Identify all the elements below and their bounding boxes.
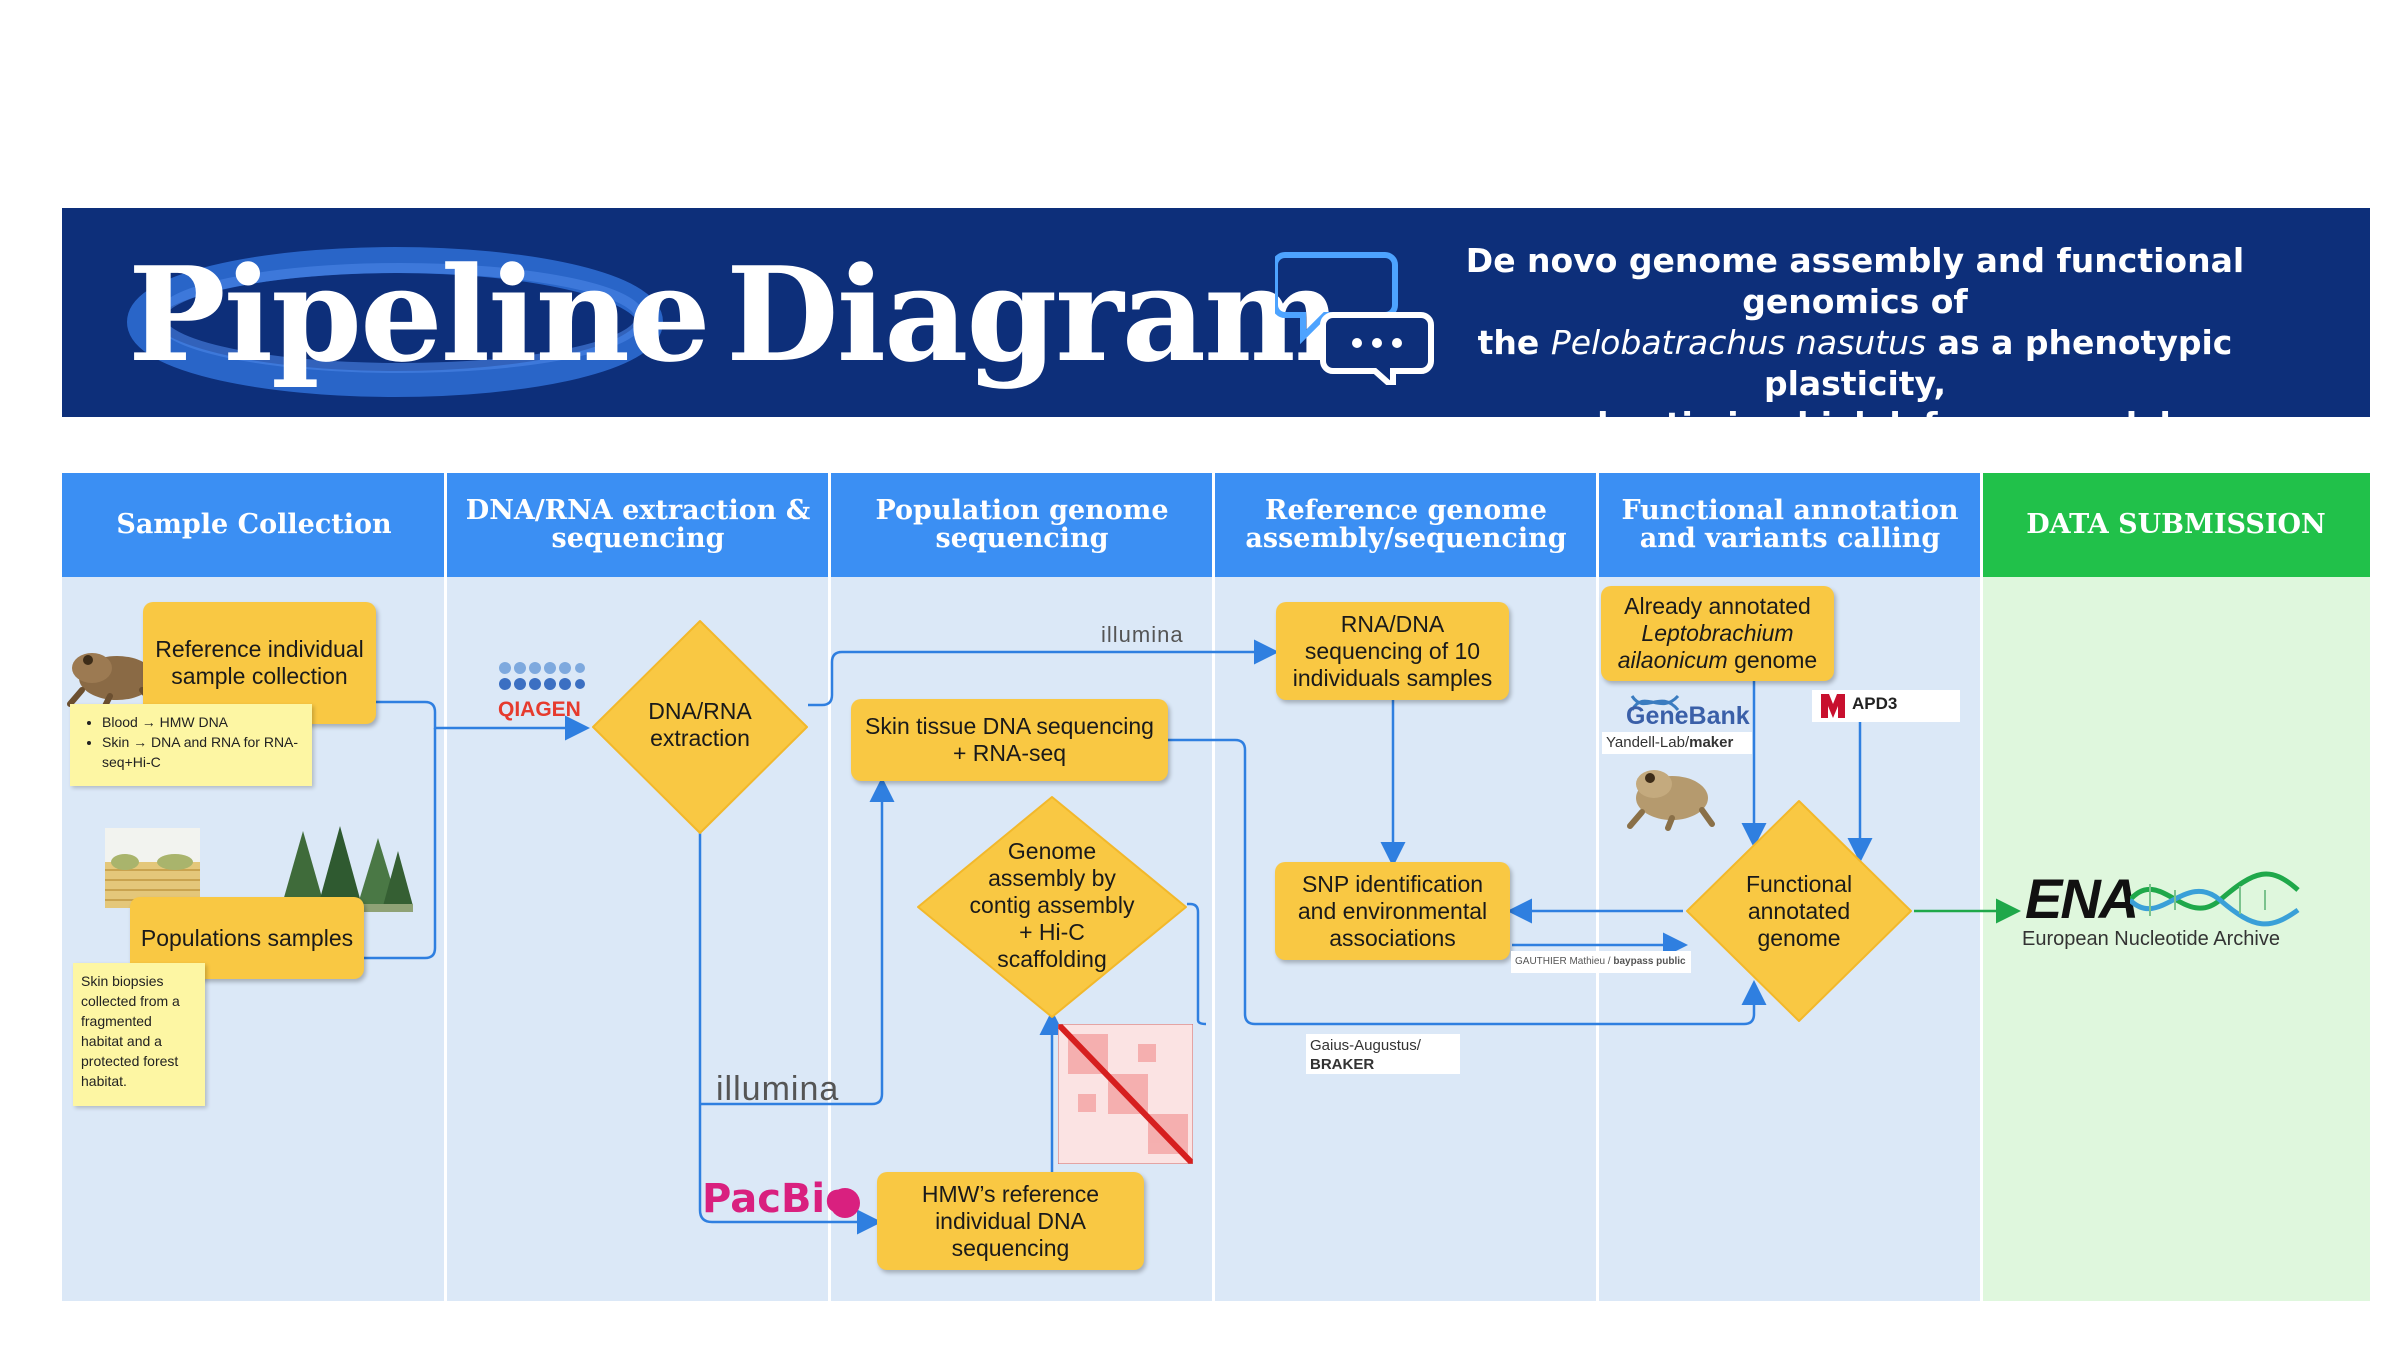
column-header-sample-collection: Sample Collection: [62, 473, 446, 577]
node-genome-assembly: Genome assembly by contig assembly + Hi-…: [969, 838, 1135, 972]
frog-icon: [1627, 770, 1715, 831]
field-icon: [105, 828, 200, 908]
diamond-extraction-shape: [592, 620, 808, 834]
braker-prefix: Gaius-Augustus/: [1310, 1037, 1421, 1054]
submission-background: [1982, 577, 2370, 1301]
dna-helix-icon: [1630, 694, 1680, 712]
already-annotated-line1: Already annotated: [1624, 593, 1811, 619]
maker-repo-name: maker: [1689, 734, 1734, 751]
column-header-extraction: DNA/RNA extraction & sequencing: [446, 473, 830, 577]
subtitle-line-3: and antimicrobial defenses model: [1539, 405, 2171, 444]
illumina-logo-top: illumina: [1101, 622, 1184, 647]
column-divider: [1596, 473, 1599, 1301]
bullet-blood: Blood → HMW DNA: [102, 712, 302, 732]
apd3-logo: APD3: [1812, 690, 1960, 722]
column-header-reference: Reference genome assembly/sequencing: [1214, 473, 1598, 577]
qiagen-logo: QIAGEN: [498, 698, 581, 721]
chat-bubbles-icon: [1275, 252, 1434, 385]
node-snp-identification: SNP identification and environmental ass…: [1275, 862, 1510, 960]
already-annotated-species: Leptobrachium ailaonicum: [1617, 620, 1794, 673]
column-divider: [444, 473, 447, 1301]
hic-heatmap-icon: [1058, 1024, 1193, 1164]
banner-subtitle: De novo genome assembly and functional g…: [1415, 240, 2295, 445]
column-divider: [1980, 473, 1983, 1301]
column-header-population: Population genome sequencing: [830, 473, 1214, 577]
maker-repo-label: Yandell-Lab/maker: [1602, 732, 1752, 754]
node-functional-annotated: Functional annotated genome: [1745, 870, 1853, 951]
diamond-assembly-shape: [917, 796, 1187, 1018]
column-header-submission: DATA SUBMISSION: [1982, 473, 2370, 577]
reference-bullets-note: Blood → HMW DNA Skin → DNA and RNA for R…: [70, 704, 312, 786]
column-header-annotation: Functional annotation and variants calli…: [1598, 473, 1982, 577]
population-note: Skin biopsies collected from a fragmente…: [73, 963, 205, 1106]
subtitle-line-2: the Pelobatrachus nasutus as a phenotypi…: [1415, 322, 2295, 404]
arrow-to-skin-tissue: [700, 777, 895, 1106]
subtitle-species: Pelobatrachus nasutus: [1550, 323, 1927, 362]
arrow-skin-to-functional: [1168, 738, 1767, 1026]
pacbio-circle-icon: [830, 1188, 860, 1218]
braker-repo-label: Gaius-Augustus/BRAKER: [1306, 1034, 1460, 1074]
node-dna-rna-extraction: DNA/RNA extraction: [648, 698, 752, 751]
qiagen-dots-icon: [499, 662, 585, 690]
gauthier-prefix: GAUTHIER Mathieu: [1515, 956, 1606, 967]
braker-repo-name: BRAKER: [1310, 1056, 1375, 1073]
baypass-repo-label: GAUTHIER Mathieu / baypass public: [1511, 951, 1691, 973]
node-skin-tissue-sequencing: Skin tissue DNA sequencing + RNA-seq: [851, 699, 1168, 781]
column-divider: [828, 473, 831, 1301]
arrow-populations-to-extraction: [364, 728, 437, 960]
diamond-functional-shape: [1686, 800, 1912, 1022]
column-divider: [1212, 473, 1215, 1301]
apd3-shield-icon: [1821, 694, 1845, 718]
dna-helix-icon: [2130, 871, 2300, 927]
node-rna-dna-10-individuals: RNA/DNA sequencing of 10 individuals sam…: [1276, 602, 1509, 700]
illumina-logo-bottom: illumina: [716, 1070, 840, 1108]
already-annotated-line3: genome: [1734, 647, 1818, 673]
pacbio-logo: PacBio: [702, 1176, 853, 1222]
arrow-assembly-to-functional: [1187, 902, 1207, 1026]
node-reference-individual: Reference individual sample collection: [143, 602, 376, 724]
brush-stroke-icon: [127, 247, 663, 397]
node-hmw-sequencing: HMW’s reference individual DNA sequencin…: [877, 1172, 1144, 1270]
arrow-reference-to-extraction: [376, 700, 590, 741]
apd3-text: APD3: [1852, 694, 1898, 713]
subtitle-line-2-end: as a phenotypic plasticity,: [1763, 323, 2233, 403]
title-diagram: Diagram: [726, 238, 1342, 391]
ena-logo: ENA: [2025, 867, 2139, 930]
subtitle-line-1: De novo genome assembly and functional g…: [1465, 241, 2245, 321]
arrow-extraction-to-rna-dna: [808, 639, 1279, 707]
title-pipeline: Pipeline: [128, 238, 711, 391]
subtitle-the: the: [1477, 323, 1540, 362]
bullet-skin: Skin → DNA and RNA for RNA-seq+Hi-C: [102, 732, 302, 772]
ena-subtitle: European Nucleotide Archive: [2022, 928, 2280, 950]
baypass-repo-name: baypass public: [1613, 956, 1686, 967]
arrow-to-hmw: [698, 1209, 882, 1235]
yandell-prefix: Yandell-Lab/: [1606, 734, 1690, 751]
genebank-logo: GeneBank: [1626, 702, 1750, 730]
